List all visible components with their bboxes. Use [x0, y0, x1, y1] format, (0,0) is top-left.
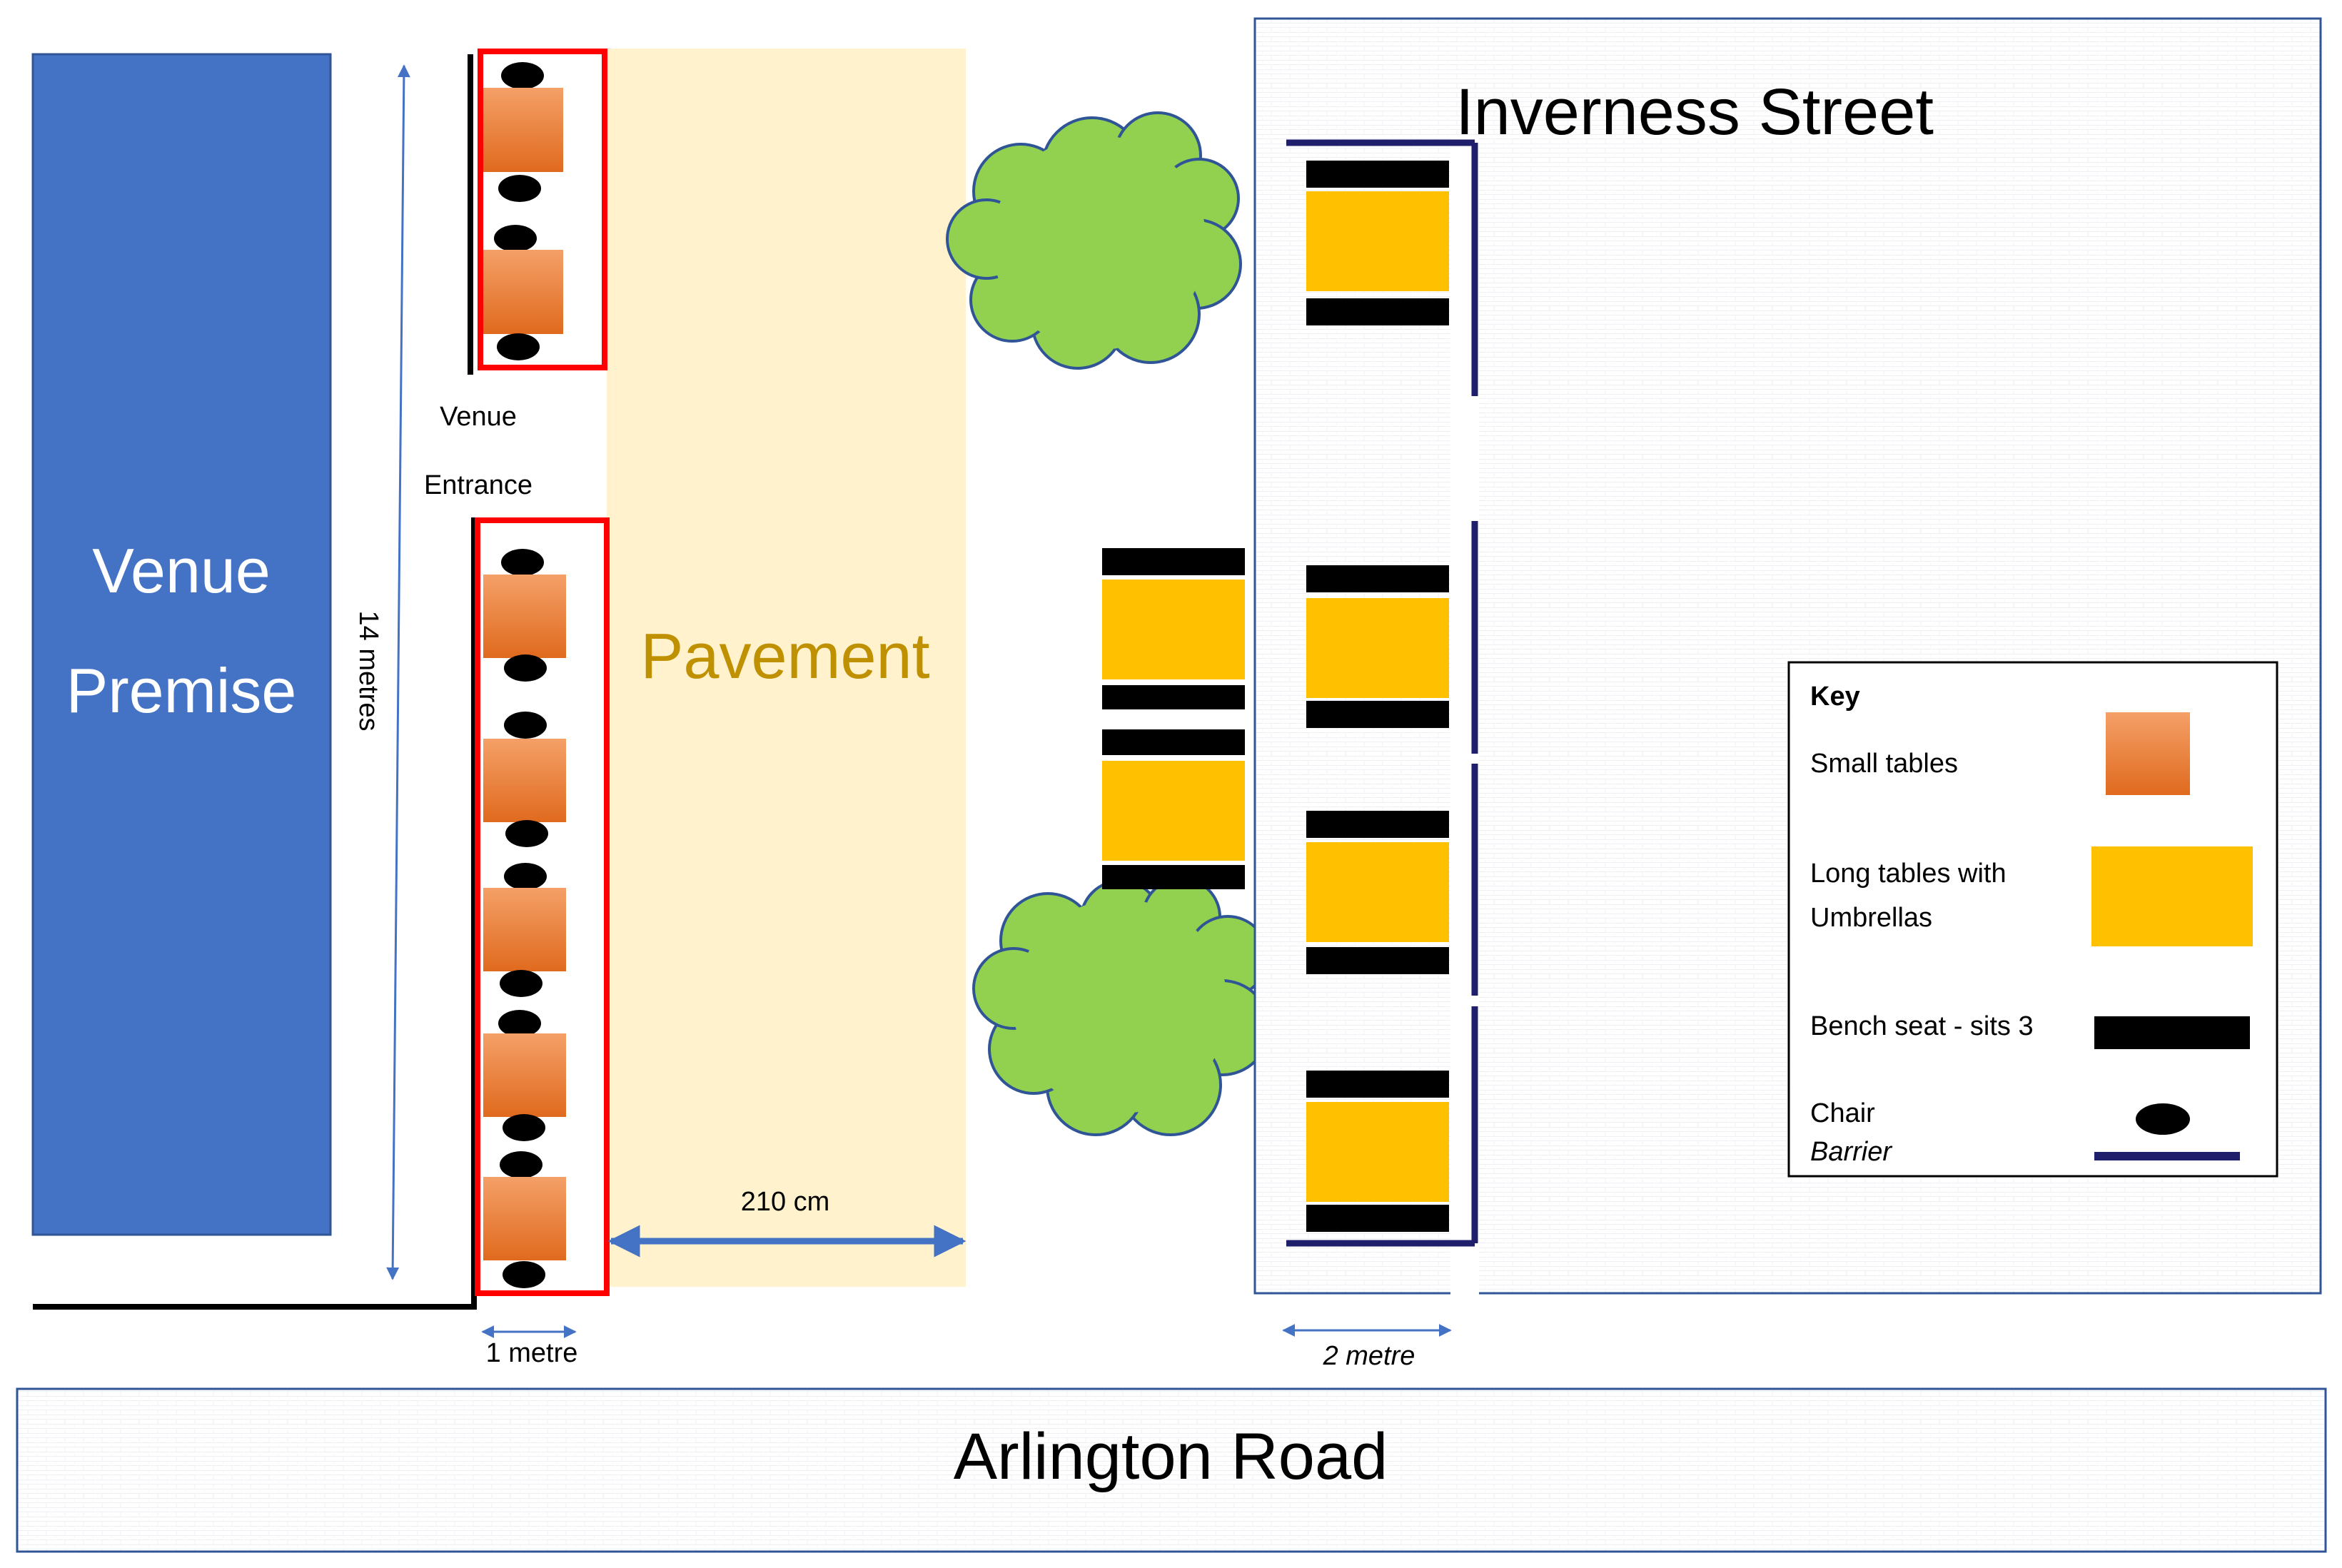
chair — [494, 225, 537, 252]
legend-small-table-swatch — [2106, 712, 2190, 795]
legend-title: Key — [1810, 682, 1860, 712]
chair — [504, 654, 547, 682]
bench-seat — [1306, 811, 1449, 838]
bench-seat — [1102, 685, 1245, 709]
legend-long-table-swatch — [2091, 846, 2253, 946]
arlington-road-label: Arlington Road — [954, 1420, 1388, 1493]
bench-seat — [1102, 548, 1245, 575]
small-table — [483, 1177, 566, 1260]
chair — [504, 712, 547, 739]
bench-seat — [1102, 729, 1245, 755]
pavement: Pavement — [607, 49, 966, 1287]
long-table — [1306, 842, 1449, 942]
venue-premise: Venue Premise — [31, 53, 332, 1236]
small-zone-dimension-label: 1 metre — [486, 1338, 578, 1368]
chair — [500, 970, 542, 997]
bench-seat — [1306, 565, 1449, 592]
long-table — [1102, 580, 1245, 679]
bench-seat — [1306, 1205, 1449, 1232]
bench-seat — [1102, 865, 1245, 889]
long-table-area-pavement — [1102, 548, 1245, 889]
long-zone-dimension: 2 metre — [1282, 1324, 1452, 1371]
long-table — [1306, 191, 1449, 291]
chair — [503, 1114, 545, 1141]
chair — [501, 62, 544, 89]
chair — [504, 863, 547, 890]
legend-bench-swatch — [2094, 1016, 2250, 1049]
chair — [497, 333, 540, 360]
small-table-zone-upper — [478, 49, 607, 370]
arlington-road: Arlington Road — [16, 1387, 2327, 1553]
pavement-label: Pavement — [640, 621, 929, 692]
bench-seat — [1306, 947, 1449, 974]
small-table-zone-lower — [475, 517, 610, 1296]
tree-upper — [946, 111, 1242, 370]
chair — [500, 1151, 542, 1178]
entrance-label-line2: Entrance — [424, 470, 532, 500]
small-table — [483, 888, 566, 971]
legend-chair-swatch — [2136, 1103, 2190, 1135]
small-table — [483, 739, 566, 822]
chair — [503, 1261, 545, 1288]
pavement-width-label: 210 cm — [741, 1187, 830, 1217]
legend-long-tables-label-line2: Umbrellas — [1810, 903, 1932, 933]
long-zone-dimension-label: 2 metre — [1323, 1341, 1415, 1371]
entrance-label-line1: Venue — [440, 402, 517, 432]
venue-premise-label-line2: Premise — [66, 655, 297, 726]
bench-seat — [1306, 161, 1449, 188]
chair — [498, 175, 541, 202]
legend-small-tables-label: Small tables — [1810, 749, 1958, 779]
small-table — [483, 575, 566, 658]
legend-long-tables-label-line1: Long tables with — [1810, 859, 2007, 889]
small-table — [483, 1033, 566, 1117]
legend-barrier-label: Barrier — [1810, 1137, 1892, 1167]
length-dimension: 14 metres — [353, 64, 410, 1280]
long-table — [1102, 761, 1245, 861]
small-table — [483, 88, 563, 172]
long-table — [1306, 1102, 1449, 1202]
legend-bench-label: Bench seat - sits 3 — [1810, 1011, 2034, 1041]
pavement-width-dimension: 210 cm — [607, 1187, 966, 1258]
legend: Key Small tables Long tables with Umbrel… — [1787, 661, 2278, 1178]
building-wall — [33, 54, 477, 1310]
length-label: 14 metres — [353, 611, 383, 732]
small-zone-dimension: 1 metre — [481, 1325, 578, 1368]
venue-premise-label-line1: Venue — [92, 535, 271, 606]
inverness-street-label: Inverness Street — [1455, 76, 1934, 148]
bench-seat — [1306, 701, 1449, 728]
chair — [501, 549, 544, 576]
bench-seat — [1306, 298, 1449, 325]
long-table-area-street — [1286, 136, 1479, 1295]
chair — [498, 1010, 541, 1037]
small-table — [483, 250, 563, 334]
long-table — [1306, 598, 1449, 698]
bench-seat — [1306, 1071, 1449, 1098]
legend-chair-label: Chair — [1810, 1098, 1875, 1128]
chair — [505, 820, 548, 847]
tree-lower — [972, 877, 1271, 1136]
